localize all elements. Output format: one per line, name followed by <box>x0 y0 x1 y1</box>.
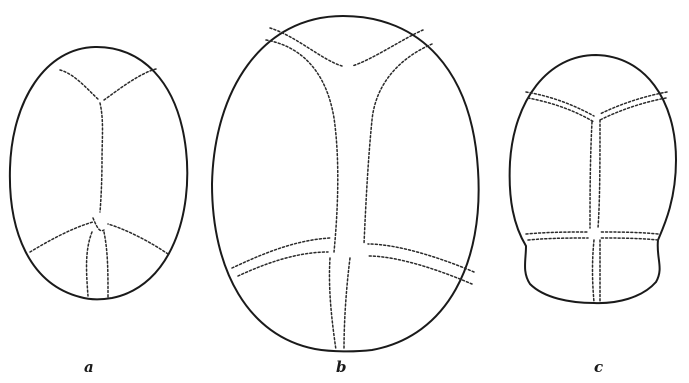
skull-c-suture-midline-right <box>598 120 600 228</box>
caption-c: c <box>594 360 603 375</box>
skull-b-suture-right-mid-2 <box>368 256 472 284</box>
skull-b-suture-front-right <box>352 30 423 66</box>
skull-b-suture-rear-left <box>329 258 336 350</box>
skull-c-suture-mid-left-2 <box>528 238 588 240</box>
skull-a-suture-rear-left <box>87 232 92 296</box>
skull-a-suture-front-left <box>60 70 99 100</box>
skull-c-suture-midline-left <box>590 122 592 228</box>
skull-a-suture-mid-right <box>108 224 168 254</box>
skull-c-suture-rear <box>593 240 595 302</box>
caption-b: b <box>336 360 347 375</box>
skull-a <box>10 47 187 299</box>
skull-a-suture-mid-left <box>30 222 93 252</box>
skull-b-suture-rear-right <box>344 258 350 350</box>
skull-a-suture-rear-right <box>104 232 108 297</box>
skull-a-suture-front-right <box>104 69 156 100</box>
skull-b-suture-left-upper <box>266 40 338 252</box>
skull-a-suture-midline-upper <box>100 103 103 212</box>
skull-c-suture-front-left-2 <box>528 98 594 122</box>
skull-b-suture-right-mid-1 <box>368 244 474 272</box>
skull-c <box>510 55 676 303</box>
skull-c-suture-front-left <box>526 92 594 116</box>
skull-a-suture-lambda <box>93 218 104 231</box>
skull-c-suture-front-right <box>600 92 667 114</box>
skull-c-suture-mid-right-2 <box>600 238 658 240</box>
skull-b-suture-right-upper <box>364 44 432 244</box>
skull-b-suture-left-mid-2 <box>238 252 328 276</box>
caption-a: a <box>84 360 94 375</box>
skull-c-suture-mid-right <box>600 232 658 234</box>
skull-c-suture-mid-left <box>526 232 588 234</box>
skull-a-outline <box>10 47 187 299</box>
skull-b <box>212 16 479 351</box>
